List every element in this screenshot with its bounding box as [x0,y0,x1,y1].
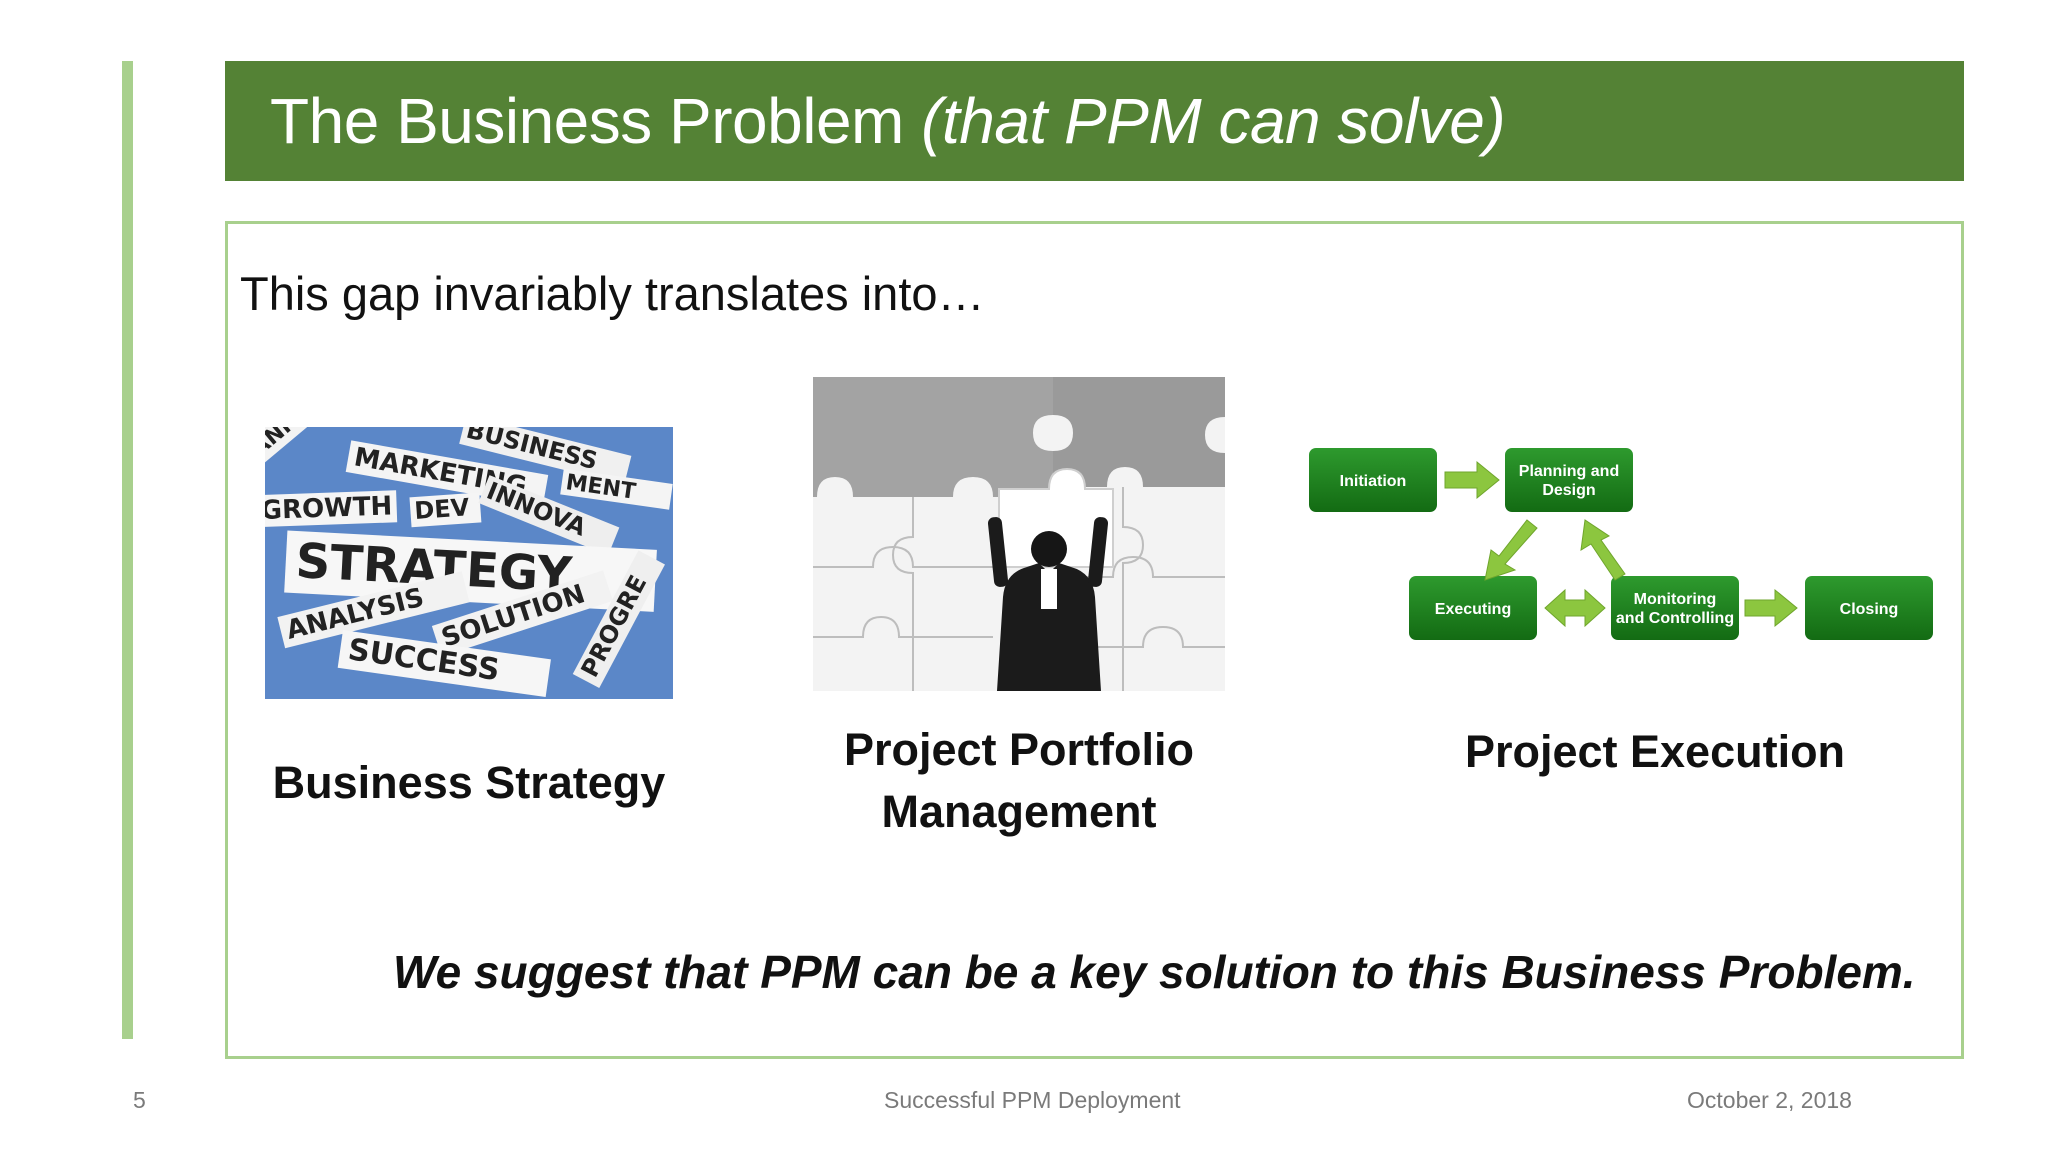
word-dev: DEV [413,493,470,525]
monitoring-label-line1: Monitoring [1634,591,1717,608]
title-bar: The Business Problem (that PPM can solve… [225,61,1964,181]
step-monitoring: Monitoring and Controlling [1611,576,1739,640]
arrow-initiation-planning [1444,460,1500,500]
caption-project-execution: Project Execution [1464,726,1846,777]
step-initiation: Initiation [1309,448,1437,512]
ppm-caption-line1: Project Portfolio [843,724,1195,775]
footer-date: October 2, 2018 [1687,1087,1852,1113]
arrow-monitoring-closing [1744,588,1798,628]
step-executing: Executing [1409,576,1537,640]
planning-label-line2: Design [1542,482,1595,499]
suggestion-text: We suggest that PPM can be a key solutio… [393,946,1916,998]
planning-label-line1: Planning and [1519,463,1619,480]
slide-title: The Business Problem (that PPM can solve… [270,84,1506,158]
caption-project-portfolio-management: Project Portfolio Management [780,719,1258,843]
caption-business-strategy: Business Strategy [272,757,666,808]
monitoring-label-line2: and Controlling [1616,610,1734,627]
title-main: The Business Problem [270,85,922,157]
closing-label: Closing [1840,601,1899,618]
left-accent-bar [122,61,133,1039]
step-planning: Planning and Design [1505,448,1633,512]
title-emphasis: (that PPM can solve) [921,85,1506,157]
word-growth: GROWTH [265,491,393,526]
step-closing: Closing [1805,576,1933,640]
intro-text: This gap invariably translates into… [240,267,985,320]
initiation-label: Initiation [1340,473,1407,490]
ppm-caption-line2: Management [881,786,1157,837]
puzzle-image [813,377,1225,691]
arrow-monitoring-planning [1580,519,1626,581]
arrow-planning-executing [1484,519,1538,581]
footer-page-number: 5 [133,1087,146,1113]
process-flow-diagram: Initiation Planning and Design Executing… [1305,440,1935,660]
footer-title: Successful PPM Deployment [884,1087,1181,1113]
arrow-executing-monitoring [1544,588,1606,628]
strategy-words-image: ANNING MARKETING BUSINESS GROWTH DEV INN… [265,427,673,699]
executing-label: Executing [1435,601,1511,618]
content-box [225,221,1964,1059]
